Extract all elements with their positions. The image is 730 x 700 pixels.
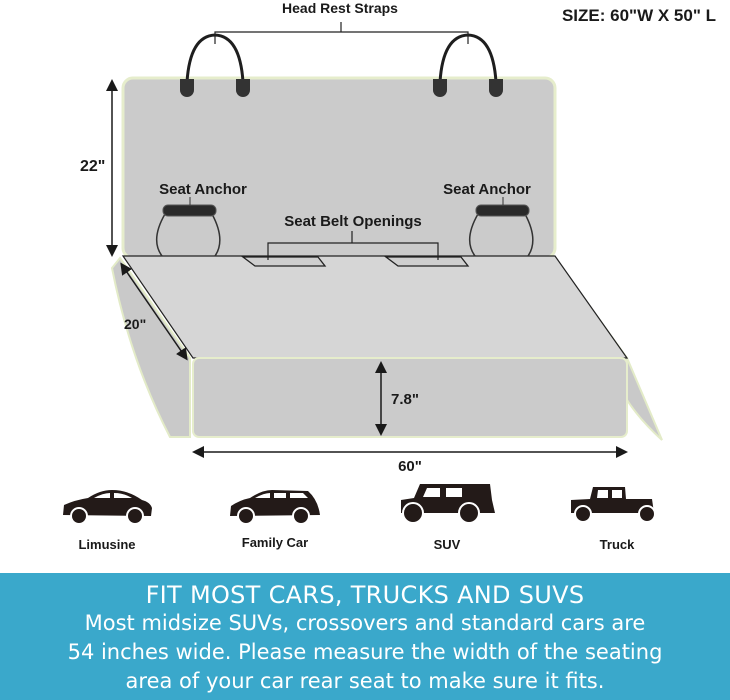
vehicle-label-family-car: Family Car (242, 535, 308, 550)
seat-belt-opening-right (384, 256, 470, 267)
seat-anchor-left-label: Seat Anchor (159, 181, 247, 198)
hatchback-icon (230, 490, 320, 525)
width-dimension-label: 60" (398, 458, 422, 475)
vehicle-label-limusine: Limusine (78, 537, 135, 552)
truck-icon (571, 487, 656, 523)
depth-dimension-label: 20" (124, 316, 146, 332)
seat-belt-openings-label: Seat Belt Openings (284, 213, 422, 230)
fit-info-banner: FIT MOST CARS, TRUCKS AND SUVS Most mids… (0, 573, 730, 700)
seat-cover-diagram: Head Rest Straps Seat Anchor Seat Anchor… (63, 0, 663, 552)
banner-line: Most midsize SUVs, crossovers and standa… (84, 611, 646, 635)
banner-line: area of your car rear seat to make sure … (125, 669, 605, 693)
seat-belt-callout-bracket (267, 231, 439, 260)
strap-callout-bracket (214, 22, 469, 44)
strap-buckles (180, 79, 503, 97)
size-label: SIZE: 60"W X 50" L (561, 6, 716, 25)
vehicle-label-truck: Truck (600, 537, 635, 552)
banner-line: 54 inches wide. Please measure the width… (67, 640, 663, 664)
head-rest-straps-label: Head Rest Straps (282, 0, 398, 16)
seat-anchor-left (156, 197, 221, 257)
banner-title: FIT MOST CARS, TRUCKS AND SUVS (145, 581, 585, 609)
front-flap (192, 357, 628, 438)
banner-body: Most midsize SUVs, crossovers and standa… (0, 609, 730, 696)
back-panel (121, 76, 557, 260)
height-dimension-label: 22" (80, 158, 105, 175)
flap-dimension-label: 7.8" (391, 391, 419, 408)
sedan-icon (63, 490, 152, 525)
vehicle-label-suv: SUV (434, 537, 461, 552)
seat-surface (121, 255, 629, 359)
seat-anchor-right (469, 197, 534, 257)
seat-anchor-right-label: Seat Anchor (443, 181, 531, 198)
suv-icon (401, 484, 495, 524)
depth-dimension-arrow (120, 262, 188, 361)
seat-belt-opening-left (241, 256, 327, 267)
